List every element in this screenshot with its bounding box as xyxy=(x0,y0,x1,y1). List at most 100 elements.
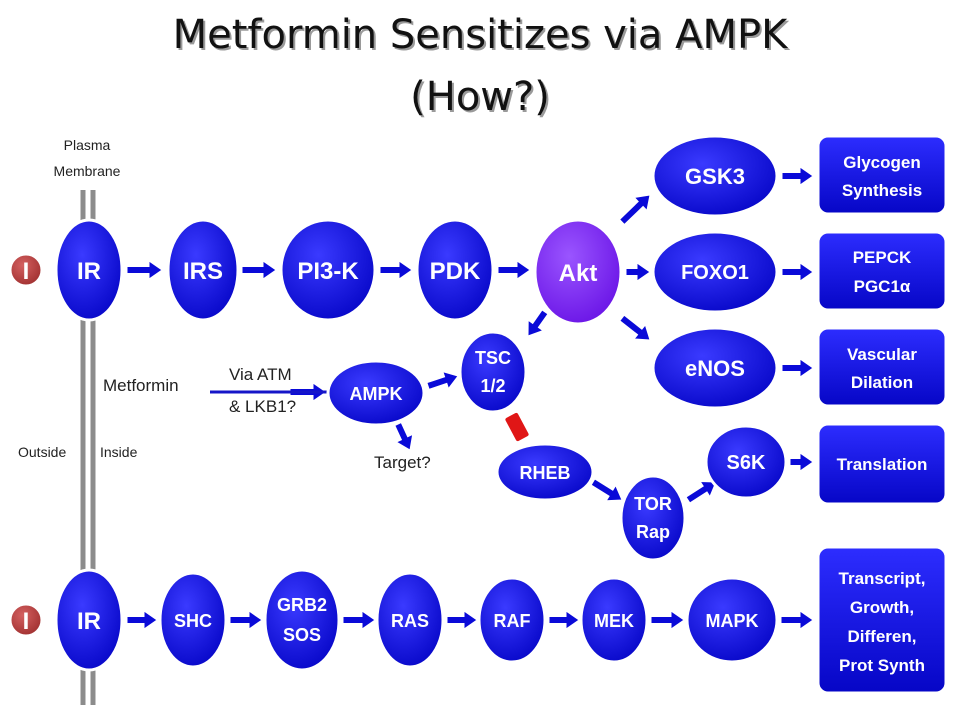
svg-text:SOS: SOS xyxy=(283,625,321,645)
svg-text:TOR: TOR xyxy=(634,494,672,514)
arrow-akt-enos xyxy=(619,314,651,341)
node-shc: SHC xyxy=(158,571,228,669)
metformin-label: Metformin xyxy=(103,376,179,395)
arrow-ampk-tsc xyxy=(426,370,459,390)
title-line2: (How?) xyxy=(410,74,550,120)
node-gsk3: GSK3 xyxy=(651,134,779,218)
node-ir-bottom: IR xyxy=(54,568,124,672)
svg-text:PGC1α: PGC1α xyxy=(854,277,911,296)
title-line1: Metformin Sensitizes via AMPK xyxy=(173,12,790,58)
pathway-arrows xyxy=(126,166,814,630)
svg-text:TSC: TSC xyxy=(475,348,511,368)
inhibition-bar xyxy=(505,412,529,442)
svg-text:I: I xyxy=(23,258,30,285)
svg-text:MAPK: MAPK xyxy=(706,611,759,631)
svg-text:IRS: IRS xyxy=(183,258,223,285)
arrow-shc-grb2 xyxy=(229,610,263,630)
outcome-translation: Translation xyxy=(816,422,948,506)
title-line1-shadow: Metformin Sensitizes via AMPK xyxy=(175,14,792,60)
lkb1-label: & LKB1? xyxy=(229,397,296,416)
svg-text:Rap: Rap xyxy=(636,522,670,542)
svg-text:Translation: Translation xyxy=(837,455,928,474)
insulin-bottom: I xyxy=(8,602,44,638)
node-ras: RAS xyxy=(375,571,445,669)
arrow-s6k-translation xyxy=(789,452,814,472)
node-pi3k: PI3-K xyxy=(279,218,377,322)
svg-text:GRB2: GRB2 xyxy=(277,595,327,615)
arrow-rheb-tor xyxy=(590,478,623,502)
outcome-pepck: PEPCK PGC1α xyxy=(816,230,948,312)
node-foxo1: FOXO1 xyxy=(651,230,779,314)
node-rheb: RHEB xyxy=(495,442,595,502)
svg-text:1/2: 1/2 xyxy=(480,376,505,396)
membrane-label: Membrane xyxy=(54,163,121,179)
svg-text:Akt: Akt xyxy=(559,260,598,287)
svg-text:RAS: RAS xyxy=(391,611,429,631)
svg-text:IR: IR xyxy=(77,258,101,285)
svg-text:Dilation: Dilation xyxy=(851,373,913,392)
via-atm-label: Via ATM xyxy=(229,365,292,384)
arrow-akt-tsc xyxy=(527,309,549,337)
svg-text:Synthesis: Synthesis xyxy=(842,181,922,200)
arrow-gsk3-glycogen xyxy=(781,166,814,186)
arrow-ir-shc xyxy=(126,610,158,630)
node-pdk: PDK xyxy=(415,218,495,322)
arrow-grb2-ras xyxy=(342,610,376,630)
svg-text:GSK3: GSK3 xyxy=(685,164,745,189)
plasma-label: Plasma xyxy=(64,137,111,153)
title-line2-shadow: (How?) xyxy=(412,76,552,122)
arrow-irs-pi3k xyxy=(241,260,277,280)
target-label: Target? xyxy=(374,453,431,472)
svg-text:Transcript,: Transcript, xyxy=(839,569,926,588)
svg-text:IR: IR xyxy=(77,608,101,635)
insulin-top: I xyxy=(8,252,44,288)
node-akt: Akt xyxy=(533,218,623,326)
node-mek: MEK xyxy=(579,576,649,664)
node-irs: IRS xyxy=(166,218,240,322)
node-tsc: TSC 1/2 xyxy=(458,330,528,414)
svg-text:Glycogen: Glycogen xyxy=(843,153,920,172)
arrow-ir-irs xyxy=(126,260,163,280)
outside-label: Outside xyxy=(18,444,66,460)
svg-text:I: I xyxy=(23,608,30,635)
svg-text:S6K: S6K xyxy=(727,452,766,474)
arrow-ampk-target xyxy=(394,421,414,451)
svg-text:FOXO1: FOXO1 xyxy=(681,262,749,284)
arrow-tor-s6k xyxy=(685,480,717,504)
node-enos: eNOS xyxy=(651,326,779,410)
outcome-transcript: Transcript, Growth, Differen, Prot Synth xyxy=(816,545,948,695)
arrow-mek-mapk xyxy=(650,610,685,630)
arrow-akt-gsk3 xyxy=(618,194,651,226)
svg-text:MEK: MEK xyxy=(594,611,634,631)
node-tor: TOR Rap xyxy=(619,474,687,562)
arrow-raf-mek xyxy=(548,610,580,630)
outcome-glycogen: Glycogen Synthesis xyxy=(816,134,948,216)
arrow-pdk-akt xyxy=(497,260,531,280)
arrow-akt-foxo1 xyxy=(625,262,651,282)
svg-text:SHC: SHC xyxy=(174,611,212,631)
svg-text:PI3-K: PI3-K xyxy=(297,258,359,285)
arrow-foxo1-pepck xyxy=(781,262,814,282)
node-raf: RAF xyxy=(477,576,547,664)
node-ir-top: IR xyxy=(54,218,124,322)
svg-text:Vascular: Vascular xyxy=(847,345,917,364)
svg-text:RHEB: RHEB xyxy=(519,463,570,483)
inside-label: Inside xyxy=(100,444,138,460)
node-ampk: AMPK xyxy=(326,359,426,427)
svg-text:eNOS: eNOS xyxy=(685,356,745,381)
svg-text:Differen,: Differen, xyxy=(848,627,917,646)
node-s6k: S6K xyxy=(704,424,788,500)
svg-text:AMPK: AMPK xyxy=(350,384,403,404)
arrow-pi3k-pdk xyxy=(379,260,413,280)
outcome-vascular: Vascular Dilation xyxy=(816,326,948,408)
arrow-mapk-transcript xyxy=(780,610,814,630)
svg-text:PDK: PDK xyxy=(430,258,481,285)
svg-text:PEPCK: PEPCK xyxy=(853,248,912,267)
svg-text:Prot Synth: Prot Synth xyxy=(839,656,925,675)
arrow-enos-vascular xyxy=(781,358,814,378)
arrow-ras-raf xyxy=(446,610,478,630)
node-mapk: MAPK xyxy=(685,576,779,664)
node-grb2: GRB2 SOS xyxy=(263,568,341,672)
